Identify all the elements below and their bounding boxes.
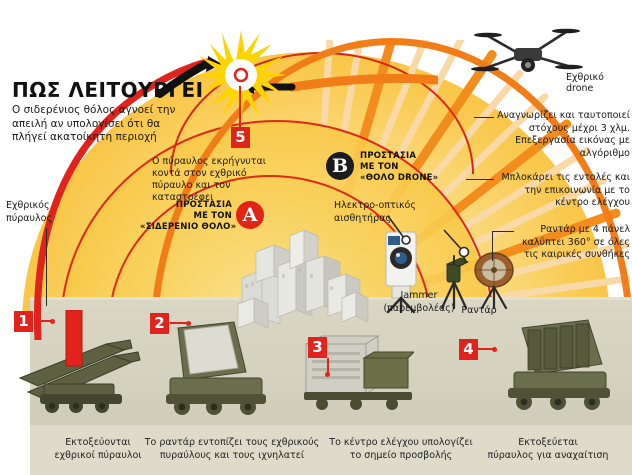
protection-a-line2: ΜΕ ΤΟΝ bbox=[193, 211, 232, 221]
interceptor-launcher-sprite bbox=[492, 318, 618, 422]
step-caption-4: Εκτοξεύεται πύραυλος για αναχαίτιση bbox=[487, 437, 609, 461]
annotation-enemy-missile: Εχθρικός πύραυλος bbox=[6, 200, 53, 224]
step-caption-1: Εκτοξεύονται εχθρικοί πύραυλοι bbox=[54, 437, 142, 461]
intercept-explosion-icon bbox=[196, 30, 286, 120]
step-marker-1-dot bbox=[50, 319, 55, 324]
step-caption-2: Το ραντάρ εντοπίζει τους εχθρικούς πυραύ… bbox=[144, 437, 320, 461]
annotation-drone-detect: Αναγνωρίζει και ταυτοποιεί στόχους μέχρι… bbox=[497, 110, 630, 159]
annotation-drone-jam: Μπλοκάρει τις εντολές και την επικοινωνί… bbox=[501, 172, 630, 208]
step-marker-3-line bbox=[327, 358, 329, 374]
step-marker-1: 1 bbox=[14, 311, 33, 332]
leader-radar-panel-down bbox=[492, 231, 494, 261]
leader-drone-detect bbox=[474, 117, 494, 119]
step-marker-3-dot bbox=[325, 372, 330, 377]
leader-jammer bbox=[440, 228, 476, 266]
annotation-jammer: Jammer (παρεμβολέας) bbox=[383, 290, 455, 314]
protection-a-line3: «ΣΙΔΕΡΕΝΙΟ ΘΟΛΟ» bbox=[140, 222, 237, 232]
step-marker-2: 2 bbox=[150, 313, 169, 334]
protection-a-line1: ΠΡΟΣΤΑΣΙΑ bbox=[175, 200, 232, 210]
page-title: ΠΩΣ ΛΕΙΤΟΥΡΓΕΙ bbox=[12, 78, 204, 102]
step-marker-4-line bbox=[478, 348, 494, 350]
radar-dish-sprite bbox=[470, 250, 518, 318]
enemy-drone-icon bbox=[468, 22, 588, 88]
annotation-eo-sensor: Ηλεκτρο-οπτικός αισθητήρας bbox=[334, 200, 416, 224]
leader-eo-sensor bbox=[386, 212, 416, 250]
protection-a-group: A ΠΡΟΣΤΑΣΙΑ ΜΕ ΤΟΝ «ΣΙΔΕΡΕΝΙΟ ΘΟΛΟ» bbox=[140, 198, 268, 238]
step-marker-4: 4 bbox=[459, 339, 478, 360]
annotation-radar: Ραντάρ bbox=[461, 305, 497, 316]
protection-b-line1: ΠΡΟΣΤΑΣΙΑ bbox=[360, 151, 417, 161]
radar-vehicle-sprite bbox=[160, 320, 278, 420]
enemy-missile-launcher-sprite bbox=[14, 309, 154, 419]
city-skyline bbox=[232, 218, 372, 333]
protection-b-line3: «ΘΟΛΟ DRONE» bbox=[360, 173, 439, 183]
annotation-radar-panel: Ραντάρ με 4 πάνελ καλύπτει 360° σε όλες … bbox=[521, 224, 630, 260]
step-marker-3: 3 bbox=[308, 337, 327, 358]
step-marker-5-line bbox=[239, 86, 241, 128]
step-marker-1-line bbox=[34, 320, 52, 322]
leader-drone-jam bbox=[466, 179, 494, 181]
step-caption-3: Το κέντρο ελέγχου υπολογίζει το σημείο π… bbox=[329, 437, 473, 461]
leader-radar-panel bbox=[492, 231, 514, 233]
badge-a: A bbox=[236, 201, 264, 229]
annotation-enemy-drone: Εχθρικό drone bbox=[566, 72, 604, 94]
intro-text: Ο σιδερένιος θόλος αγνοεί την απειλή αν … bbox=[12, 104, 176, 143]
step-marker-2-line bbox=[170, 322, 188, 324]
step-marker-2-dot bbox=[186, 321, 191, 326]
step-marker-5: 5 bbox=[231, 127, 250, 148]
annotation-intercept: Ο πύραυλος εκρήγνυται κοντά στον εχθρικό… bbox=[152, 156, 266, 203]
step-marker-4-dot bbox=[492, 347, 497, 352]
leader-enemy-missile bbox=[46, 228, 48, 306]
electro-optical-sensor-sprite bbox=[378, 228, 424, 318]
protection-b-group: B ΠΡΟΣΤΑΣΙΑ ΜΕ ΤΟΝ «ΘΟΛΟ DRONE» bbox=[326, 150, 456, 190]
badge-b: B bbox=[326, 152, 354, 180]
caption-strip bbox=[30, 425, 632, 475]
protection-b-line2: ΜΕ ΤΟΝ bbox=[360, 162, 399, 172]
